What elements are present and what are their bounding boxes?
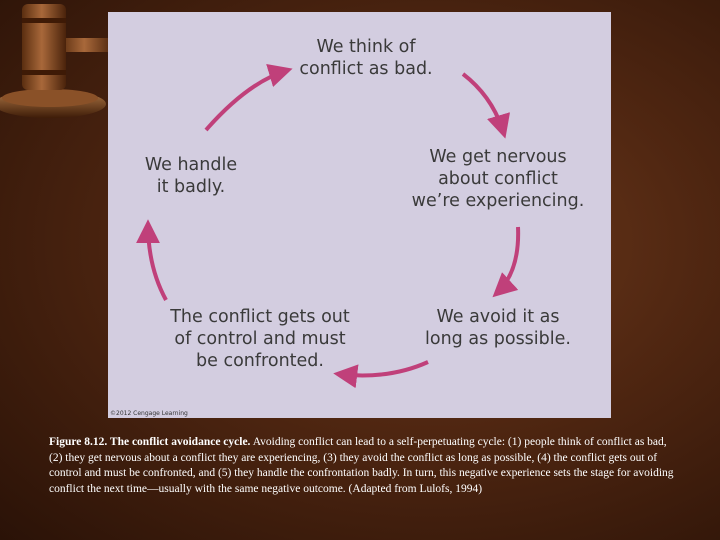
stage-handle-it-badly: We handle it badly. xyxy=(138,154,244,198)
copyright-credit: ©2012 Cengage Learning xyxy=(110,410,188,417)
figure-caption: Figure 8.12. The conflict avoidance cycl… xyxy=(49,435,679,497)
gavel-icon xyxy=(0,0,112,125)
stage-get-nervous: We get nervous about conflict we’re expe… xyxy=(408,146,588,212)
arrow-handle-to-think xyxy=(206,70,288,130)
arrow-think-to-nervous xyxy=(463,74,504,134)
stage-conflict-gets-out-of-control: The conflict gets out of control and mus… xyxy=(160,306,360,372)
arrow-confront-to-handle xyxy=(148,224,166,300)
caption-label: Figure 8.12. The conflict avoidance cycl… xyxy=(49,436,250,448)
stage-avoid-it: We avoid it as long as possible. xyxy=(413,306,583,350)
arrow-nervous-to-avoid xyxy=(496,227,518,294)
stage-think-of-conflict-as-bad: We think of conflict as bad. xyxy=(286,36,446,80)
cycle-diagram-panel: We think of conflict as bad. We get nerv… xyxy=(108,12,611,418)
